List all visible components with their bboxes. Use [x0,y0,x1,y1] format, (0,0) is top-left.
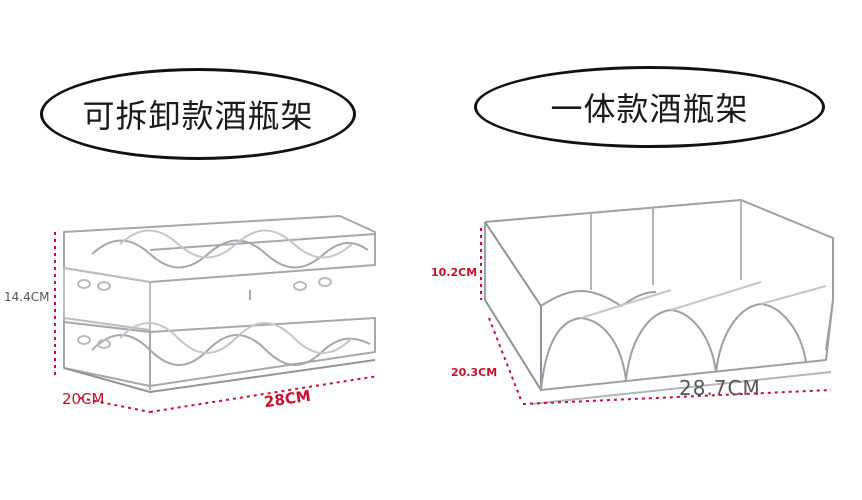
back-panel [484,199,834,300]
label-one-piece-rack: 一体款酒瓶架 [474,66,825,148]
lower-tier-wave-back [119,322,353,354]
depth-dimension-label: 20.3CM [451,366,498,379]
cradle-1 [540,317,627,391]
height-dimension-label: 14.4CM [4,290,50,304]
front-base [540,299,834,391]
label-detachable-rack-text: 可拆卸款酒瓶架 [82,97,314,135]
depth-dimension-label: 20CM [62,390,105,408]
upper-tier-wave-front [91,239,369,269]
upper-tier-frame [63,215,376,283]
height-dimension-label: 10.2CM [431,266,478,279]
panel-one-piece-rack: 一体款酒瓶架 [431,0,862,500]
label-one-piece-rack-text: 一体款酒瓶架 [550,90,749,128]
one-piece-rack-illustration [480,199,834,405]
depth-dimension-line [488,317,522,401]
detachable-rack-illustration [54,215,379,413]
upper-tier-wave-back [119,229,353,259]
lower-tier-wave-front [91,334,371,366]
cradle-3 [715,303,807,373]
depth-dimension-line [79,397,151,413]
width-dimension-label: 28.7CM [679,376,761,400]
left-side-panel [484,221,542,391]
cradle-2 [625,309,717,381]
width-dimension-line [522,389,832,405]
label-detachable-rack: 可拆卸款酒瓶架 [40,68,356,160]
panel-detachable-rack: 可拆卸款酒瓶架 [4,68,379,413]
